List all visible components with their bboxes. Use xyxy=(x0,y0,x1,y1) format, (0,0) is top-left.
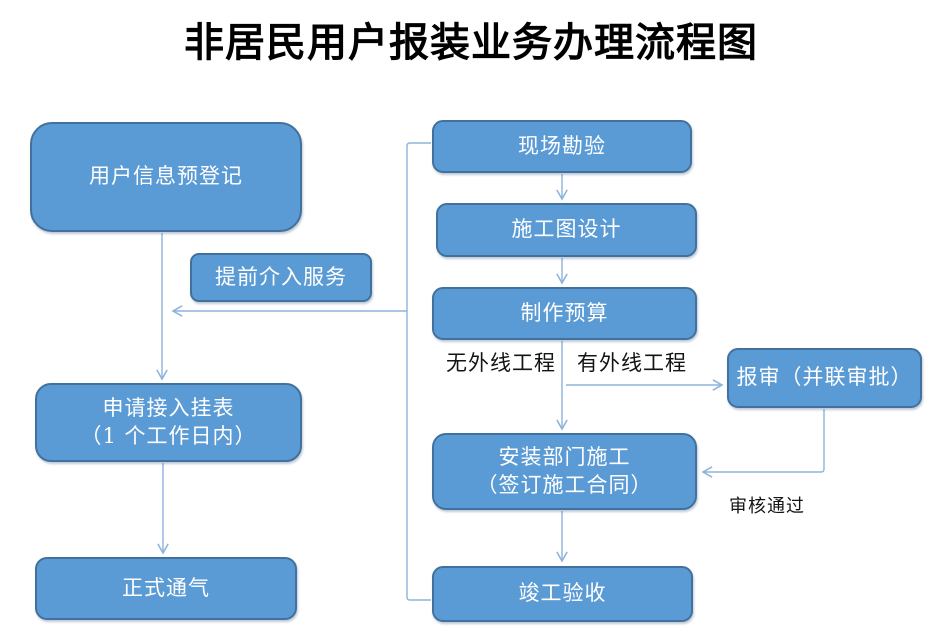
node-label-line1: 申请接入挂表 xyxy=(102,396,235,421)
node-label: 正式通气 xyxy=(122,575,210,600)
branch-label-no-external-works: 无外线工程 xyxy=(446,351,556,375)
node-label-line2: （签订施工合同） xyxy=(476,472,653,497)
node-official-gas-supply: 正式通气 xyxy=(35,557,297,620)
node-site-survey: 现场勘验 xyxy=(432,120,692,173)
node-label: 用户信息预登记 xyxy=(89,164,243,189)
node-label-line2: （1 个工作日内） xyxy=(80,423,257,448)
node-label: 提前介入服务 xyxy=(215,264,347,289)
node-label: 施工图设计 xyxy=(511,217,622,242)
branch-label-review-passed: 审核通过 xyxy=(729,496,805,517)
branch-label-has-external-works: 有外线工程 xyxy=(577,351,687,375)
node-construction-drawing-design: 施工图设计 xyxy=(436,203,697,257)
node-label: 现场勘验 xyxy=(518,133,606,158)
arrow-review-to-install xyxy=(701,409,825,478)
node-review-parallel-approval: 报审（并联审批） xyxy=(727,348,922,408)
node-user-preregistration: 用户信息预登记 xyxy=(30,122,302,232)
diagram-title: 非居民用户报装业务办理流程图 xyxy=(184,19,758,66)
node-budget-preparation: 制作预算 xyxy=(432,287,697,340)
node-label-line1: 安装部门施工 xyxy=(498,445,631,470)
node-installation-department-construction: 安装部门施工 （签订施工合同） xyxy=(432,433,697,510)
node-label: 报审（并联审批） xyxy=(736,365,913,390)
node-label: 竣工验收 xyxy=(518,581,607,606)
node-completion-acceptance: 竣工验收 xyxy=(432,566,693,622)
bracket-right-column xyxy=(406,142,431,601)
node-early-intervention-service: 提前介入服务 xyxy=(190,253,372,302)
node-label: 制作预算 xyxy=(520,300,609,325)
node-apply-meter-connection: 申请接入挂表 （1 个工作日内） xyxy=(35,383,302,462)
